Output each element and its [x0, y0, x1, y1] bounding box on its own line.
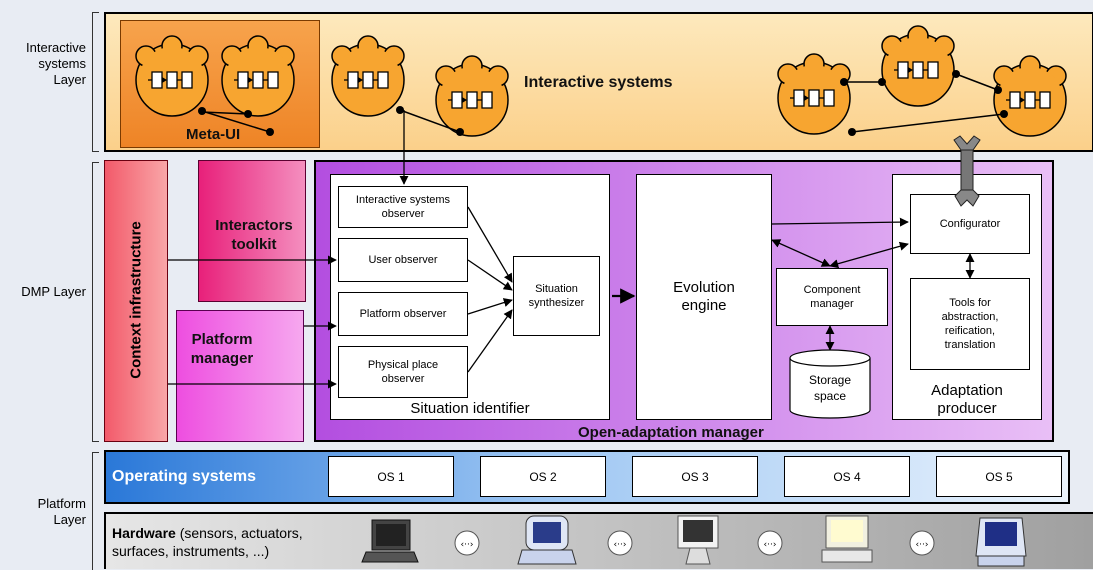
os-5: OS 5 [936, 456, 1062, 497]
storage-space-cylinder [789, 349, 871, 419]
adaptation-producer-caption: Adaptation producer [931, 382, 1003, 417]
ibook-icon [517, 515, 577, 565]
svg-text:‹··›: ‹··› [461, 540, 474, 550]
meta-ui-agent-1 [135, 35, 209, 117]
meta-ui-label: Meta-UI [186, 126, 241, 143]
imac-flat-icon [677, 515, 719, 565]
evolution-engine: Evolution engine [636, 174, 772, 420]
layer-label-platform: Platform Layer [37, 496, 86, 527]
hardware-title: Hardware [112, 525, 176, 541]
meta-ui-agent-2 [221, 35, 295, 117]
interactive-agent-1 [331, 35, 405, 117]
connector-icon: ‹··› [909, 530, 935, 556]
situation-synthesizer: Situation synthesizer [513, 256, 600, 336]
bracket-dmp [92, 162, 99, 442]
interactors-toolkit-label: Interactors toolkit [215, 217, 293, 253]
component-manager: Component manager [776, 268, 888, 326]
connector-icon: ‹··› [454, 530, 480, 556]
interactive-agent-3 [777, 53, 851, 135]
os-1: OS 1 [328, 456, 454, 497]
interactors-toolkit-box [198, 160, 306, 302]
layer-label-interactive: Interactive systems Layer [26, 40, 86, 87]
interactive-systems-title: Interactive systems [524, 74, 673, 91]
os-3: OS 3 [632, 456, 758, 497]
platform-manager-label: Platform manager [190, 331, 254, 367]
os-4: OS 4 [784, 456, 910, 497]
connector-icon: ‹··› [607, 530, 633, 556]
interactive-agent-4 [881, 25, 955, 107]
hardware-detail: (sensors, actuators, surfaces, instrumen… [112, 525, 303, 559]
open-adaptation-manager-label: Open-adaptation manager [578, 424, 764, 441]
context-infrastructure-box [104, 160, 168, 442]
operating-systems-label: Operating systems [112, 468, 257, 485]
tools-box: Tools for abstraction, reification, tran… [910, 278, 1030, 370]
laptop-icon [361, 519, 419, 563]
platform-observer: Platform observer [338, 292, 468, 336]
svg-text:‹··›: ‹··› [614, 540, 627, 550]
situation-identifier-caption: Situation identifier [410, 400, 530, 417]
connector-icon: ‹··› [757, 530, 783, 556]
hardware-label: Hardware (sensors, actuators, surfaces, … [112, 524, 362, 560]
physical-place-observer: Physical place observer [338, 346, 468, 398]
bracket-platform [92, 452, 99, 570]
wrench-icon [953, 135, 981, 207]
svg-text:‹··›: ‹··› [764, 540, 777, 550]
interactive-systems-observer: Interactive systems observer [338, 186, 468, 228]
interactive-agent-2 [435, 55, 509, 137]
os-2: OS 2 [480, 456, 606, 497]
svg-text:‹··›: ‹··› [916, 540, 929, 550]
storage-space-label: Storage space [808, 373, 852, 403]
bracket-interactive [92, 12, 99, 152]
imac-icon [975, 517, 1027, 567]
user-observer: User observer [338, 238, 468, 282]
interactive-agent-5 [993, 55, 1067, 137]
layer-label-dmp: DMP Layer [21, 284, 86, 299]
platform-manager-box [176, 310, 304, 442]
desktop-icon [821, 515, 873, 563]
